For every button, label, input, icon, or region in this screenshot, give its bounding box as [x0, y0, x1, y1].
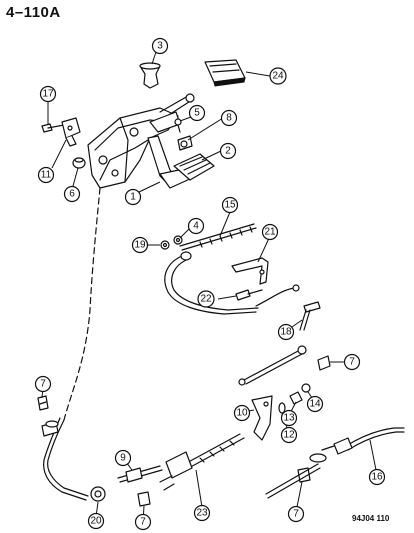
svg-text:7: 7: [349, 357, 355, 368]
svg-text:6: 6: [69, 189, 75, 200]
svg-text:13: 13: [283, 413, 295, 424]
callout-2: 2: [219, 142, 237, 160]
part-6-bushing: [72, 157, 86, 169]
part-8-clevis: [177, 135, 193, 151]
callout-24: 24: [269, 67, 287, 85]
callout-16: 16: [368, 468, 386, 486]
callout-3: 3: [151, 37, 169, 55]
part-7-clip-left: [37, 395, 49, 411]
callout-13: 13: [280, 409, 298, 427]
svg-text:20: 20: [90, 516, 102, 527]
svg-text:12: 12: [283, 430, 295, 441]
part-7-clip-bottom-left: [137, 491, 151, 507]
svg-text:2: 2: [225, 146, 231, 157]
part-20-grommet: [90, 486, 106, 502]
part-5-pin: [174, 118, 182, 133]
part-1-pedal-assembly: [87, 93, 195, 189]
callout-8: 8: [220, 109, 238, 127]
svg-text:19: 19: [134, 240, 146, 251]
callout-14: 14: [306, 395, 324, 413]
part-19-nut: [160, 240, 170, 250]
svg-text:5: 5: [194, 108, 200, 119]
callout-12: 12: [280, 426, 298, 444]
svg-text:23: 23: [196, 508, 208, 519]
part-23-adjuster: [159, 433, 245, 491]
svg-text:8: 8: [226, 113, 232, 124]
callout-7-left: 7: [34, 375, 52, 393]
figure-code: 94J04 110: [352, 514, 390, 523]
part-21-bracket: [231, 257, 269, 285]
svg-text:24: 24: [272, 71, 284, 82]
part-9-cable-end: [117, 465, 163, 483]
callout-20: 20: [87, 512, 105, 530]
front-cable-route: [63, 187, 101, 421]
callout-4: 4: [187, 217, 205, 235]
part-12-clip: [278, 402, 286, 414]
callout-7-upper: 7: [343, 353, 361, 371]
svg-text:3: 3: [157, 41, 163, 52]
part-17-bolt: [41, 123, 65, 133]
callout-7-bottom-right: 7: [287, 505, 305, 523]
part-16-rear-cable: [321, 427, 405, 455]
svg-text:7: 7: [293, 509, 299, 520]
svg-text:21: 21: [264, 227, 276, 238]
svg-text:10: 10: [236, 408, 248, 419]
part-24-handle-pad: [204, 59, 246, 87]
callout-19: 19: [131, 236, 149, 254]
svg-text:16: 16: [371, 472, 383, 483]
part-7-clip-upper: [317, 355, 331, 371]
part-14-nut: [301, 383, 311, 393]
part-2-pedal-pad: [173, 153, 215, 181]
part-15-threaded-rod: [179, 223, 257, 251]
callout-5: 5: [188, 104, 206, 122]
rear-cable-upper: [238, 345, 307, 386]
svg-text:1: 1: [130, 192, 136, 203]
part-11-switch: [61, 117, 81, 147]
callout-17: 17: [39, 85, 57, 103]
leader-lines: [41, 51, 378, 523]
callout-22: 22: [197, 290, 215, 308]
svg-text:17: 17: [42, 89, 54, 100]
svg-text:7: 7: [140, 517, 146, 528]
front-cable: [41, 417, 89, 501]
callout-11: 11: [37, 166, 55, 184]
svg-text:11: 11: [41, 170, 52, 181]
part-13-nut: [289, 391, 303, 405]
svg-text:14: 14: [309, 399, 321, 410]
callout-23: 23: [193, 504, 211, 522]
callout-7-bottom-left: 7: [134, 513, 152, 531]
rear-cable-lower: [265, 453, 327, 499]
callout-15: 15: [221, 196, 239, 214]
callout-18: 18: [277, 323, 295, 341]
callout-1: 1: [124, 188, 142, 206]
svg-text:15: 15: [224, 200, 236, 211]
svg-text:22: 22: [200, 294, 212, 305]
part-3-bumper: [139, 62, 161, 89]
callout-9: 9: [114, 449, 132, 467]
page-title: 4–110A: [6, 4, 61, 21]
svg-text:9: 9: [120, 453, 126, 464]
part-18-bolt: [299, 301, 321, 331]
intermediate-cable: [164, 251, 300, 315]
part-22-bolt: [235, 289, 263, 301]
callout-10: 10: [233, 404, 251, 422]
svg-text:7: 7: [40, 379, 46, 390]
part-10-equalizer: [251, 395, 273, 441]
svg-text:18: 18: [280, 327, 292, 338]
callout-6: 6: [63, 185, 81, 203]
svg-text:4: 4: [193, 221, 199, 232]
callout-21: 21: [261, 223, 279, 241]
